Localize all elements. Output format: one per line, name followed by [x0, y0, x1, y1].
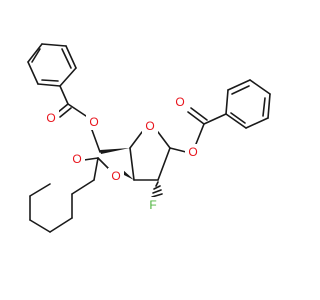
ph1-b5	[27, 61, 39, 85]
atom-labels: O O O O O O O F	[43, 94, 201, 213]
bond-c4-o	[129, 131, 143, 149]
anomeric-benzoate-group	[169, 79, 271, 153]
ph1-d2	[31, 48, 41, 63]
anomeric-oxygen-label: O	[188, 145, 197, 159]
bond-c5-ch2	[91, 129, 101, 153]
ph1-d1	[61, 48, 72, 69]
wedge-c4-c5	[100, 148, 130, 154]
f-bg	[145, 197, 161, 213]
bond-carbonyl-2	[59, 107, 72, 118]
ph3-b3	[49, 217, 73, 233]
bond-o-c1	[157, 131, 171, 149]
anomeric-co-bg	[172, 94, 188, 110]
ph2-b2	[227, 79, 251, 91]
c5-o-bg	[86, 114, 102, 130]
ph3-b4	[29, 219, 51, 233]
c5-carbonyl-oxygen-label: O	[46, 111, 55, 125]
bond-o-carbonylc	[67, 103, 87, 117]
ph2-b1	[225, 89, 229, 115]
bond-carbonylc2-ring	[203, 113, 227, 125]
c5-co-bg	[43, 110, 59, 126]
bond-carbonyl3-o	[83, 157, 99, 161]
hash-3	[152, 189, 162, 194]
ring-oxygen-label: O	[145, 119, 154, 133]
hash-2	[153, 185, 161, 190]
fluoro-substituent	[151, 181, 163, 198]
hash-1	[155, 181, 159, 187]
c5-benzoate-group	[27, 43, 130, 154]
bond-carbonyl2-2	[190, 107, 208, 121]
anomeric-o-bg	[185, 144, 201, 160]
c3-co-bg	[69, 151, 85, 167]
bond-o-carbonylc2	[195, 123, 205, 145]
ph1-b2	[65, 45, 77, 69]
c3-o-bg	[108, 168, 124, 184]
ph2-d1	[231, 85, 250, 95]
anomeric-carbonyl-oxygen-label: O	[175, 95, 184, 109]
bond-c1-c2	[157, 147, 171, 181]
bond-o-carbonylc3	[97, 157, 109, 169]
hash-4	[151, 193, 163, 198]
ph2-b3	[249, 79, 271, 95]
c3-ether-oxygen-label: O	[111, 169, 120, 183]
fluorine-label: F	[149, 198, 156, 212]
ph2-b6	[225, 113, 247, 129]
ph1-b4	[27, 43, 43, 63]
ring-o-bg	[142, 118, 158, 134]
ph2-d2	[262, 97, 266, 117]
c3-carbonyl-oxygen-label: O	[72, 152, 81, 166]
bond-carbonyl2-1	[187, 111, 205, 125]
ph3-b6	[29, 183, 51, 197]
bond-carbonylc-ring	[59, 85, 69, 105]
bond-c3-c4	[129, 147, 135, 181]
ph1-b6	[37, 83, 61, 87]
ph3-b1	[71, 179, 95, 195]
bond-carbonylc3-ring	[93, 157, 99, 181]
structure-diagram: O O O O O O O F	[27, 43, 271, 233]
ph2-b5	[245, 117, 269, 129]
furanose-ring	[129, 131, 171, 181]
ph1-b3	[41, 43, 67, 47]
ph2-d3	[230, 112, 246, 124]
ph1-d3	[41, 79, 59, 82]
ph2-b4	[267, 93, 271, 119]
bond-c1-o	[169, 147, 187, 153]
ph1-b1	[59, 67, 77, 87]
c5-ether-oxygen-label: O	[89, 115, 98, 129]
